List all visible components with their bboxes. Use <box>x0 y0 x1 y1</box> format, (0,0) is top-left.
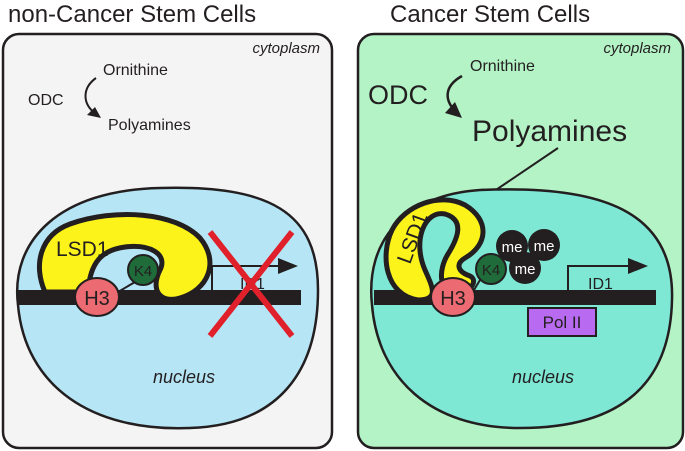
left-promoter-arrowhead <box>278 258 298 274</box>
left-cytoplasm-label: cytoplasm <box>252 40 320 57</box>
right-methyl-2 <box>528 229 560 261</box>
left-nucleus-label: nucleus <box>153 367 215 387</box>
left-lsd1-protein <box>36 212 213 302</box>
left-histone-tail <box>117 281 136 293</box>
right-promoter-arrow <box>567 265 630 290</box>
right-cytoplasm-label: cytoplasm <box>603 40 671 57</box>
left-odc-label: ODC <box>28 92 64 109</box>
right-panel: Cancer Stem Cells cytoplasm Ornithine OD… <box>356 1 685 450</box>
right-panel-title: Cancer Stem Cells <box>390 1 590 28</box>
left-k4-label: K4 <box>134 263 152 280</box>
right-methyl-3 <box>509 252 541 284</box>
right-pol-ii <box>527 307 597 337</box>
right-polyamines-label: Polyamines <box>472 115 627 148</box>
right-histone-tail <box>473 279 481 291</box>
left-h3-label: H3 <box>84 288 110 310</box>
left-repression-cross <box>207 230 295 338</box>
left-polyamines-label: Polyamines <box>108 117 191 134</box>
right-methyl-2-label: me <box>534 238 555 255</box>
right-pol-ii-label: Pol II <box>543 313 582 332</box>
left-odc-arrowhead <box>87 107 101 118</box>
left-k4-residue <box>127 254 159 286</box>
left-panel: non-Cancer Stem Cells cytoplasm Ornithin… <box>1 1 334 450</box>
right-h3-histone <box>430 277 476 317</box>
right-methyl-3-label: me <box>515 261 536 278</box>
right-k4-label: K4 <box>482 262 500 279</box>
right-ornithine-label: Ornithine <box>470 58 535 75</box>
left-ornithine-label: Ornithine <box>103 62 168 79</box>
left-lsd1-label: LSD1 <box>56 238 109 261</box>
right-gene-label: ID1 <box>588 276 613 293</box>
right-methyl-1-label: me <box>502 239 523 256</box>
right-h3-label: H3 <box>440 288 466 310</box>
left-panel-title: non-Cancer Stem Cells <box>8 1 256 28</box>
left-h3-histone <box>74 277 120 317</box>
right-methyl-marks: me me me <box>496 229 560 284</box>
right-promoter-arrowhead <box>628 258 648 274</box>
right-k4-residue <box>475 253 507 285</box>
right-inhibition-line <box>486 147 559 197</box>
right-odc-arrowhead <box>445 102 462 118</box>
right-odc-label: ODC <box>368 80 428 110</box>
right-nucleus-label: nucleus <box>512 367 574 387</box>
right-lsd1-protein <box>383 197 486 303</box>
